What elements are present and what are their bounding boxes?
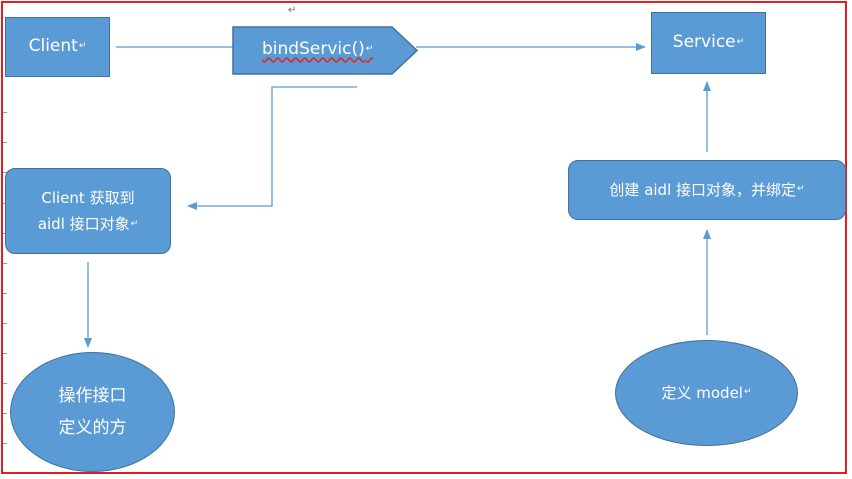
paragraph-mark: ↵ [743, 387, 752, 398]
margin-tick [3, 293, 7, 294]
operate-line2: 定义的方 [58, 418, 127, 438]
client-get-line2: aidl 接口对象↵ [37, 215, 139, 233]
paragraph-mark: ↵ [288, 5, 297, 16]
define-model-node: 定义 model↵ [615, 340, 798, 446]
margin-tick [3, 112, 7, 113]
client-get-aidl-node: Client 获取到 aidl 接口对象↵ [5, 168, 171, 254]
define-model-label: 定义 model [661, 383, 743, 402]
margin-tick [3, 353, 7, 354]
bind-service-shape [232, 26, 418, 75]
create-aidl-label: 创建 aidl 接口对象，并绑定 [609, 180, 797, 199]
operate-line1: 操作接口 [58, 385, 127, 406]
paragraph-mark: ↵ [736, 37, 745, 48]
service-label: Service [672, 32, 736, 53]
margin-tick [3, 443, 7, 444]
service-node: Service↵ [651, 12, 766, 74]
margin-tick [3, 323, 7, 324]
margin-tick [3, 142, 7, 143]
client-label: Client [28, 36, 78, 57]
create-aidl-node: 创建 aidl 接口对象，并绑定↵ [568, 160, 846, 220]
paragraph-mark: ↵ [797, 184, 805, 195]
paragraph-mark: ↵ [78, 41, 87, 52]
margin-tick [3, 263, 7, 264]
margin-tick [3, 413, 7, 414]
bind-service-node: bindServic()↵ [232, 26, 418, 75]
margin-tick [3, 172, 7, 173]
operate-interface-node: 操作接口 定义的方 [10, 352, 175, 472]
margin-tick [3, 383, 7, 384]
bind-service-label: bindServic()↵ [262, 39, 374, 59]
client-node: Client↵ [5, 17, 110, 77]
client-get-line1: Client 获取到 [41, 188, 135, 207]
arrow-bind-to-client-get [187, 86, 357, 210]
